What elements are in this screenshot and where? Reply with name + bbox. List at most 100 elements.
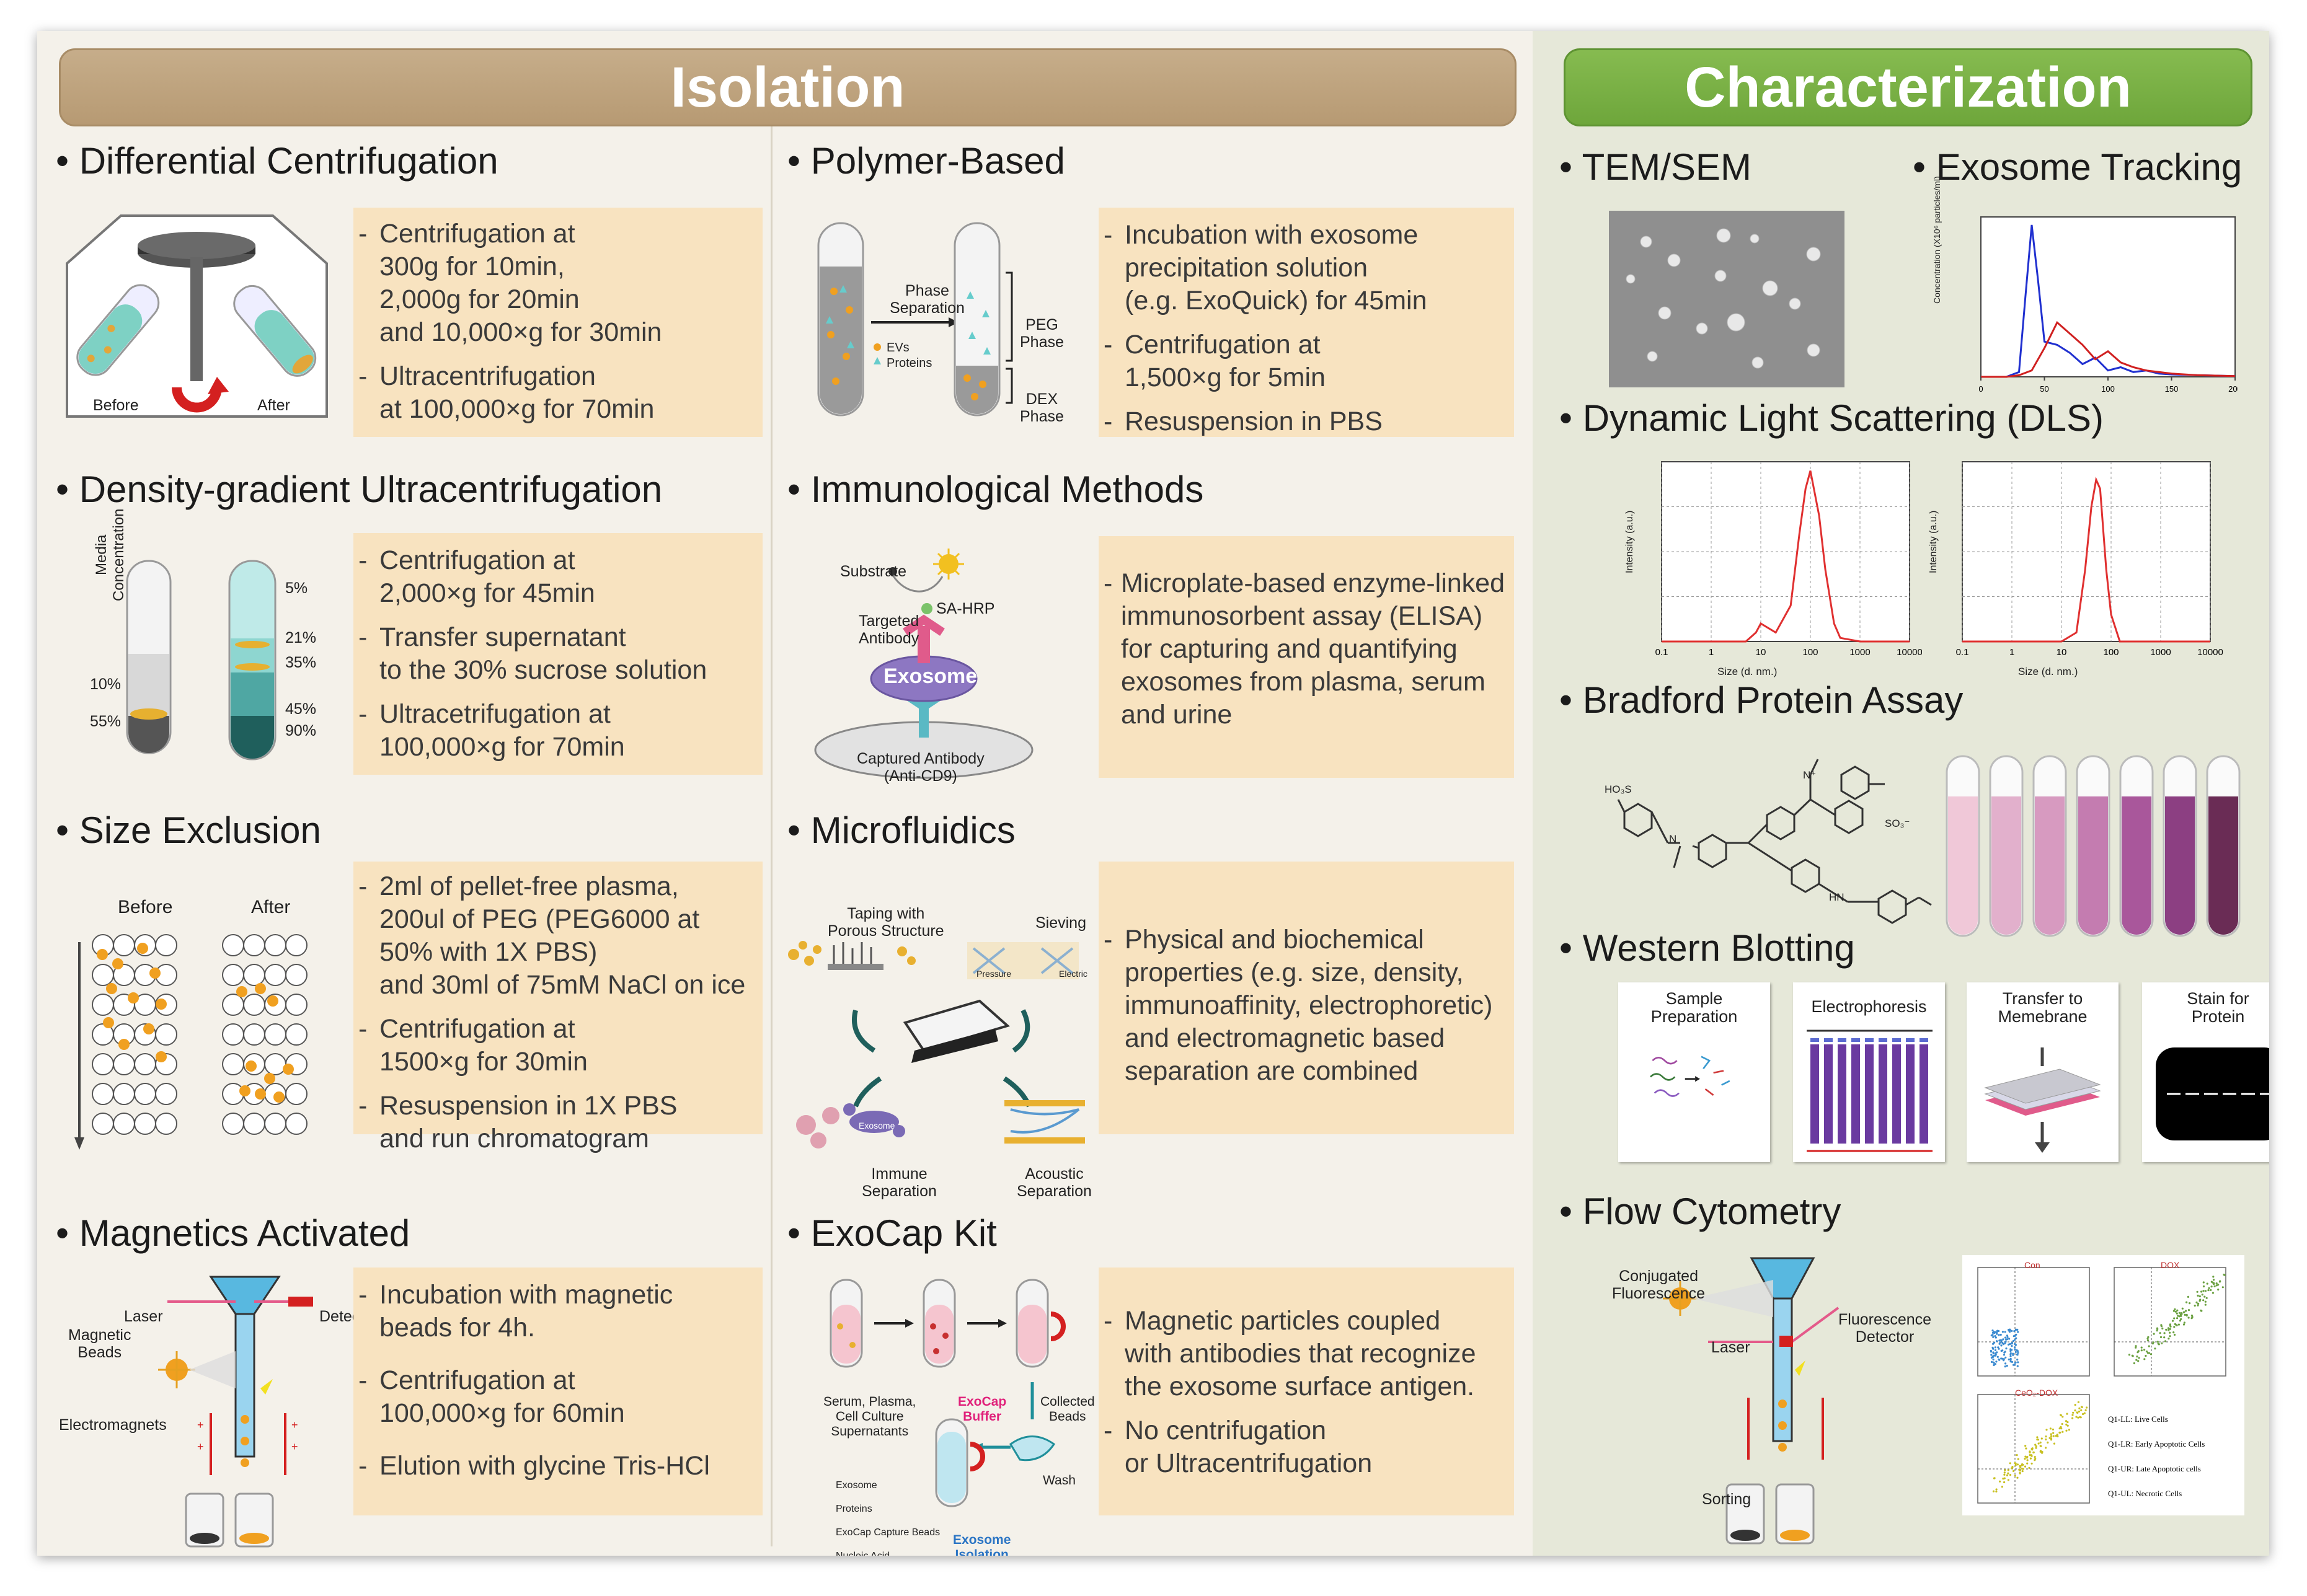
event-dot [2009,1462,2011,1465]
column-bead [285,934,308,956]
column-bead [155,934,177,956]
event-dot [2173,1317,2176,1320]
ho3s-label: HO₃S [1605,783,1632,795]
event-dot [2001,1357,2004,1360]
pressure-label: Pressure [976,969,1012,979]
event-dot [2024,1445,2027,1447]
event-dot [2009,1474,2012,1476]
gel-lane [1920,1044,1928,1144]
text-box-microfluidics: Physical and biochemical properties (e.g… [1099,862,1514,1134]
event-dot [2017,1331,2019,1333]
event-dot [2194,1304,2196,1307]
peg-phase-label: PEG Phase [1020,316,1064,351]
event-dot [2004,1341,2007,1343]
dot-plot-frame [1977,1394,2090,1504]
section-title-exocap-kit: • ExoCap Kit [787,1212,997,1254]
event-dot [2190,1314,2193,1317]
gel-lane [1824,1044,1833,1144]
event-dot [2014,1351,2017,1353]
exosome-particle [143,1023,154,1034]
event-dot [2210,1289,2212,1291]
event-dot [2068,1429,2070,1431]
event-dot [2159,1336,2163,1338]
event-dot [1993,1341,1996,1344]
event-dot [2061,1431,2064,1433]
event-dot [2143,1349,2146,1351]
event-dot [2173,1333,2176,1336]
laser-label: Laser [124,1308,163,1325]
event-dot [2003,1471,2006,1474]
well [1824,1038,1833,1042]
event-dot [2205,1297,2208,1299]
event-dot [2024,1455,2027,1458]
event-dot [2177,1315,2179,1317]
event-dot [2082,1413,2084,1416]
event-dot [2022,1468,2024,1470]
x-tick-label: 100 [2101,384,2115,394]
tube-solution [2122,796,2151,935]
event-dot [2153,1333,2155,1335]
svg-text:+: + [197,1440,204,1453]
event-dot [2006,1336,2009,1338]
dls1-ylabel: Intensity (a.u.) [1624,510,1635,573]
fluorescence-detector-label: Fluorescence Detector [1838,1311,1932,1346]
density-gradient-illustration [65,552,344,793]
event-dot [2183,1311,2185,1313]
event-dot [2029,1457,2032,1460]
event-dot [1999,1339,2002,1341]
magnetic-illustration: ++++ [56,1271,353,1550]
event-dot [2176,1309,2179,1312]
event-dot [2061,1416,2064,1418]
exosome-particle [106,983,117,994]
event-dot [2014,1475,2016,1477]
event-dot [2221,1286,2224,1289]
event-dot [2202,1290,2205,1292]
column-bead [222,994,244,1016]
event-dot [2037,1442,2040,1445]
event-dot [2215,1284,2218,1287]
exocap-buffer-label: ExoCap Buffer [958,1395,1007,1424]
event-dot [2004,1365,2006,1368]
event-dot [2052,1432,2055,1434]
tracking-ylabel: Concentration (X10⁶ particles/ml) [1932,176,1942,304]
event-dot [2156,1328,2159,1330]
event-dot [2178,1315,2181,1318]
bradford-tubes [1941,753,2244,939]
event-dot [2223,1273,2225,1276]
event-dot [2075,1416,2078,1418]
event-dot [2015,1328,2017,1331]
microfluidics-illustration [781,893,1104,1178]
event-dot [2178,1312,2181,1314]
event-dot [2197,1304,2199,1307]
event-dot [2076,1411,2079,1414]
elisa-illustration [812,539,1097,800]
event-dot [1996,1333,1998,1335]
event-dot [2013,1330,2016,1333]
event-dot [2185,1310,2187,1312]
event-dot [1992,1342,1995,1345]
well [1892,1038,1901,1042]
section-title-size-exclusion: • Size Exclusion [56,809,321,851]
event-dot [2197,1294,2199,1297]
event-dot [2084,1409,2087,1411]
bullet: Incubation with exosome precipitation so… [1099,219,1514,317]
event-dot [2039,1450,2042,1452]
event-dot [2013,1364,2015,1366]
event-dot [1999,1480,2001,1483]
section-title-magnetics-activated: • Magnetics Activated [56,1212,410,1254]
event-dot [2174,1323,2177,1326]
legend-capture-beads: ExoCap Capture Beads [836,1527,941,1538]
text-box-size-exclusion: 2ml of pellet-free plasma, 200ul of PEG … [353,862,763,1153]
event-dot [1992,1490,1995,1492]
event-dot [2154,1347,2156,1350]
legend-exosome: Exosome [836,1480,877,1491]
exosome-label: Exosome [883,664,978,688]
event-dot [2002,1338,2004,1341]
vesicle [1789,298,1801,310]
event-dot [2050,1433,2052,1435]
event-dot [2164,1340,2167,1342]
event-dot [2137,1350,2140,1352]
event-dot [2183,1321,2185,1324]
column-bead [92,964,114,986]
